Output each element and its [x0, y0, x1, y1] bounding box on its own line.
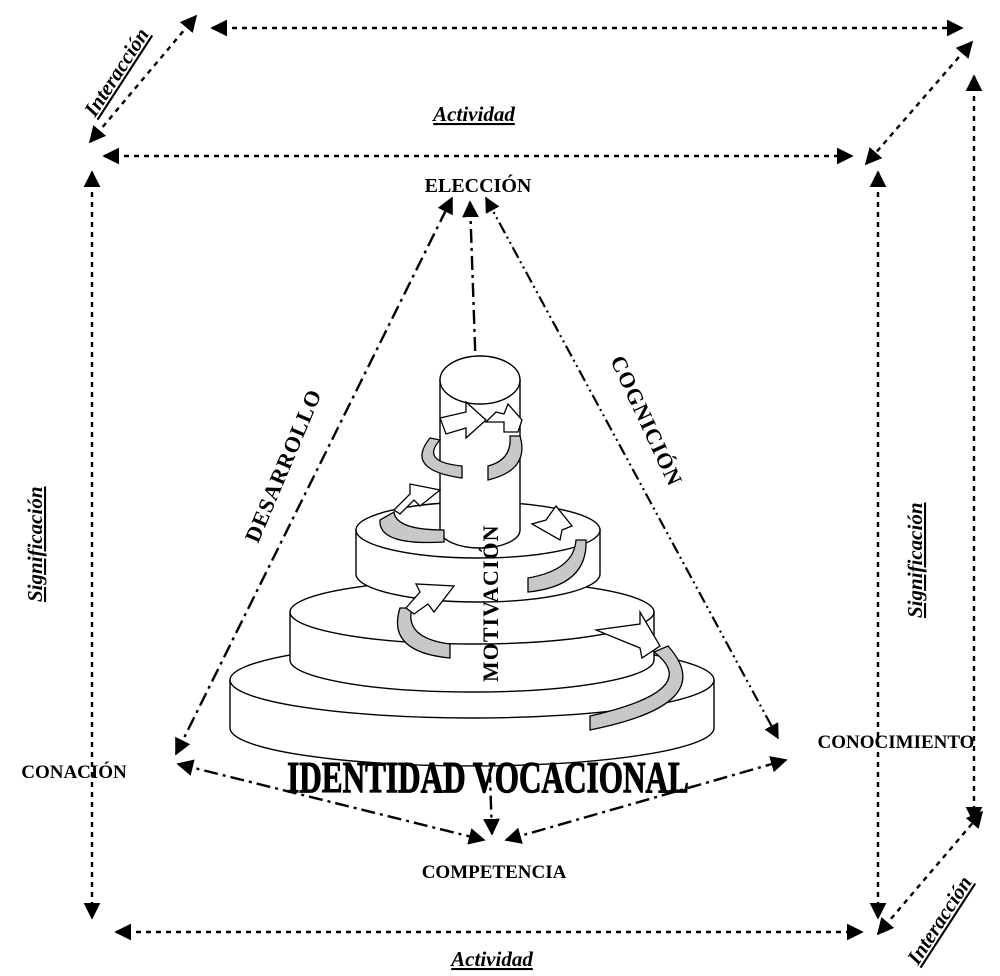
- cognicion-label: COGNICIÓN: [605, 352, 687, 490]
- eleccion-label: ELECCIÓN: [425, 173, 532, 197]
- desarrollo-label: DESARROLLO: [240, 385, 327, 546]
- top-activity-label: Actividad: [431, 102, 515, 126]
- bottom-activity-label: Actividad: [449, 947, 533, 971]
- cognicion-arrow: [485, 196, 779, 740]
- left-signification-label: Significación: [23, 486, 47, 602]
- competencia-label: COMPETENCIA: [422, 862, 567, 883]
- identidad-vocacional-label: IDENTIDAD VOCACIONAL: [287, 754, 689, 803]
- competencia-conocimiento-arrow: [504, 756, 788, 844]
- right-signification-label: Significación: [903, 502, 927, 618]
- tiered-cake: [229, 355, 715, 767]
- top-interaction-label: Interacción: [79, 23, 154, 121]
- top-right-interaction-arrow: [864, 40, 974, 166]
- bottom-right-interaction-arrow: [876, 810, 984, 936]
- motivacion-label: MOTIVACIÓN: [478, 524, 503, 682]
- conocimiento-label: CONOCIMIENTO: [818, 732, 975, 753]
- bottom-interaction-label: Interacción: [902, 871, 977, 969]
- conacion-competencia-arrow: [176, 759, 486, 845]
- desarrollo-arrow: [174, 196, 454, 756]
- top-left-interaction-arrow: [88, 14, 198, 144]
- conacion-label: CONACIÓN: [21, 761, 127, 783]
- swirl-arrows: [379, 400, 684, 731]
